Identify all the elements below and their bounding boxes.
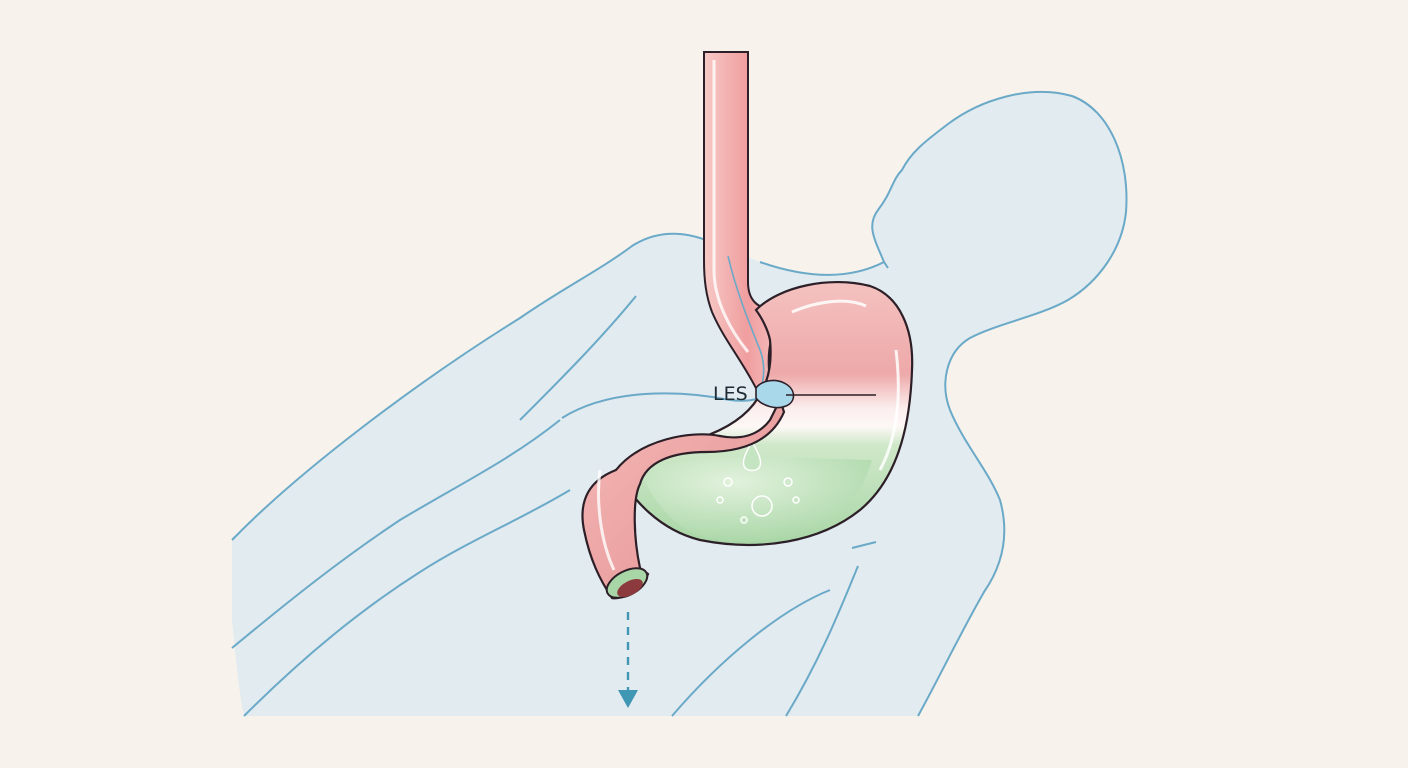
waist-line <box>671 589 831 717</box>
stomach <box>614 281 914 546</box>
shoulder-line <box>759 260 889 276</box>
duodenum-highlight <box>597 469 616 571</box>
chest-line <box>519 295 637 421</box>
esophagus-highlight <box>712 60 750 353</box>
body-silhouette <box>231 90 1128 717</box>
back-outline <box>231 232 716 541</box>
stomach-inner-highlight <box>791 299 900 471</box>
flow-arrow-head <box>618 690 638 708</box>
gastric-contents <box>640 457 872 542</box>
vagus-line <box>727 255 765 393</box>
les-label: LES <box>713 383 748 405</box>
acid-bubbles <box>716 477 800 524</box>
diaphragm-line <box>561 392 767 419</box>
flow-arrow <box>618 612 638 708</box>
les-sphincter: LES <box>713 379 876 409</box>
arm-line-lower <box>243 489 571 717</box>
duodenum-lumen <box>617 578 643 598</box>
hip-line <box>785 541 877 717</box>
acid-droplet <box>742 440 762 472</box>
duodenum <box>581 397 786 600</box>
sphincter-shape <box>755 379 795 409</box>
torso-shape <box>232 91 1127 716</box>
head-outline <box>871 90 1128 717</box>
duodenum-tube <box>581 397 786 600</box>
arm-line-upper <box>231 419 561 649</box>
